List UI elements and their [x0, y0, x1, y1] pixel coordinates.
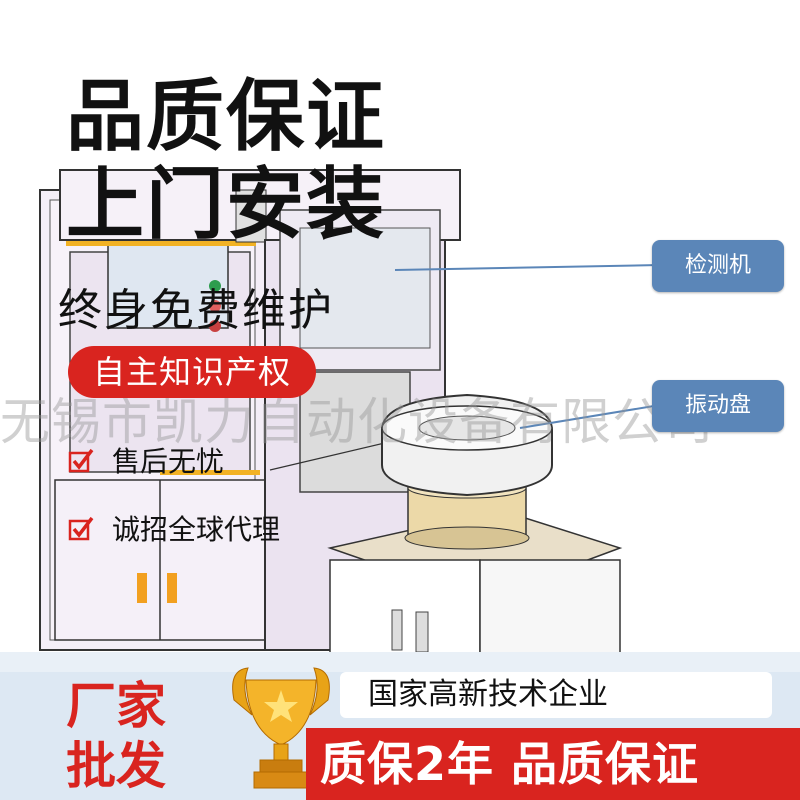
- headline-maintenance: 终身免费维护: [58, 285, 334, 336]
- check-item-aftersales: 售后无忧: [68, 440, 224, 480]
- trophy-icon: [232, 667, 330, 789]
- headline-quality: 品质保证: [66, 72, 387, 162]
- headline-installation: 上门安装: [66, 160, 387, 250]
- guarantee-text: 质保2年 品质保证: [320, 737, 700, 791]
- callout-vibration-bowl: 振动盘: [652, 380, 784, 432]
- check-item-agents: 诚招全球代理: [68, 508, 280, 548]
- watermark-text: 无锡市凯力自动化设备有限公司: [0, 393, 714, 451]
- check-label: 售后无忧: [112, 445, 225, 478]
- hitech-enterprise-label: 国家高新技术企业: [340, 672, 772, 718]
- callout-inspector: 检测机: [652, 240, 784, 292]
- check-icon: [68, 448, 94, 473]
- check-label: 诚招全球代理: [112, 513, 281, 546]
- ip-badge: 自主知识产权: [68, 346, 316, 398]
- check-icon: [68, 516, 94, 541]
- factory-wholesale-text: 厂家批发: [66, 677, 166, 795]
- guarantee-bar: [306, 728, 800, 800]
